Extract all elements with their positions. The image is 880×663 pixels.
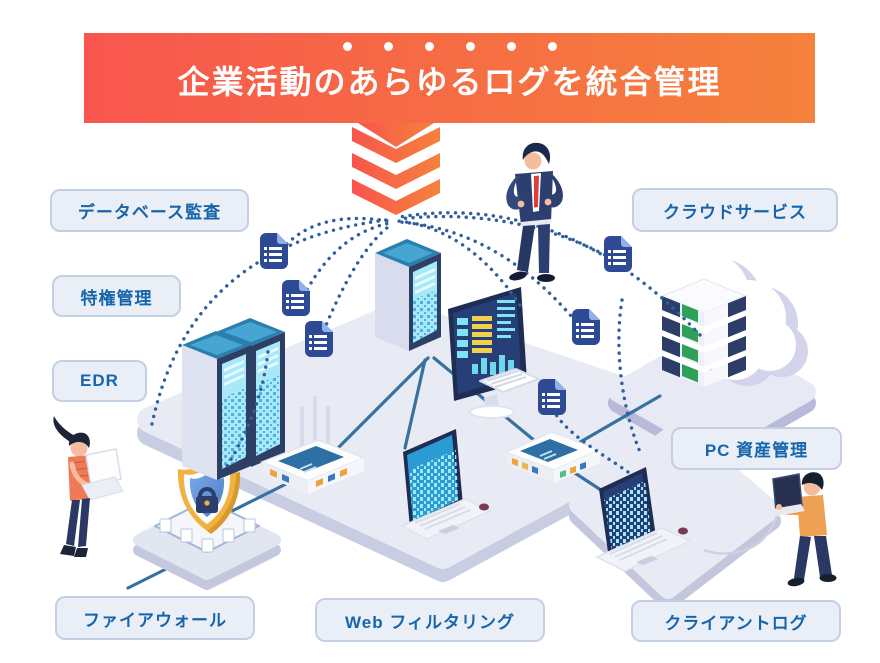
banner-title: 企業活動のあらゆるログを統合管理	[177, 64, 722, 100]
log-document-icon	[604, 236, 632, 272]
man-holding-laptop	[703, 472, 837, 587]
businessman-standing	[506, 142, 563, 282]
woman-carrying-laptop	[53, 416, 124, 557]
dot	[383, 42, 393, 51]
dot	[465, 42, 475, 51]
keyboard-icon	[479, 368, 540, 393]
label-web-filtering: Web フィルタリング	[315, 598, 545, 642]
server-tower-pair	[182, 318, 285, 480]
network-switch-icon	[504, 431, 602, 483]
log-document-icon	[282, 280, 310, 316]
label-database-audit: データベース監査	[50, 189, 249, 232]
dot	[424, 42, 434, 51]
central-server-tower	[375, 239, 441, 351]
banner: 企業活動のあらゆるログを統合管理	[84, 33, 815, 123]
log-document-icon	[305, 321, 333, 357]
label-privileged-management: 特権管理	[52, 275, 181, 317]
dot	[506, 42, 516, 51]
log-document-icon	[260, 233, 288, 269]
label-cloud-service: クラウドサービス	[632, 188, 838, 232]
firewall-podium	[133, 499, 281, 590]
chevron-down-icon	[352, 123, 440, 215]
dot	[547, 42, 557, 51]
label-pc-asset-management: PC 資産管理	[671, 427, 842, 470]
log-document-icon	[572, 309, 600, 345]
dot	[342, 42, 352, 51]
label-edr: EDR	[52, 360, 147, 402]
client-laptop	[595, 467, 692, 572]
label-client-log: クライアントログ	[631, 600, 841, 642]
laptop-icon	[400, 429, 492, 540]
shield-lock-icon	[177, 462, 241, 534]
cloud-server-rack	[660, 278, 748, 387]
label-firewall: ファイアウォール	[55, 596, 255, 640]
banner-decoration-dots	[342, 42, 557, 51]
wifi-router-icon	[259, 396, 367, 494]
